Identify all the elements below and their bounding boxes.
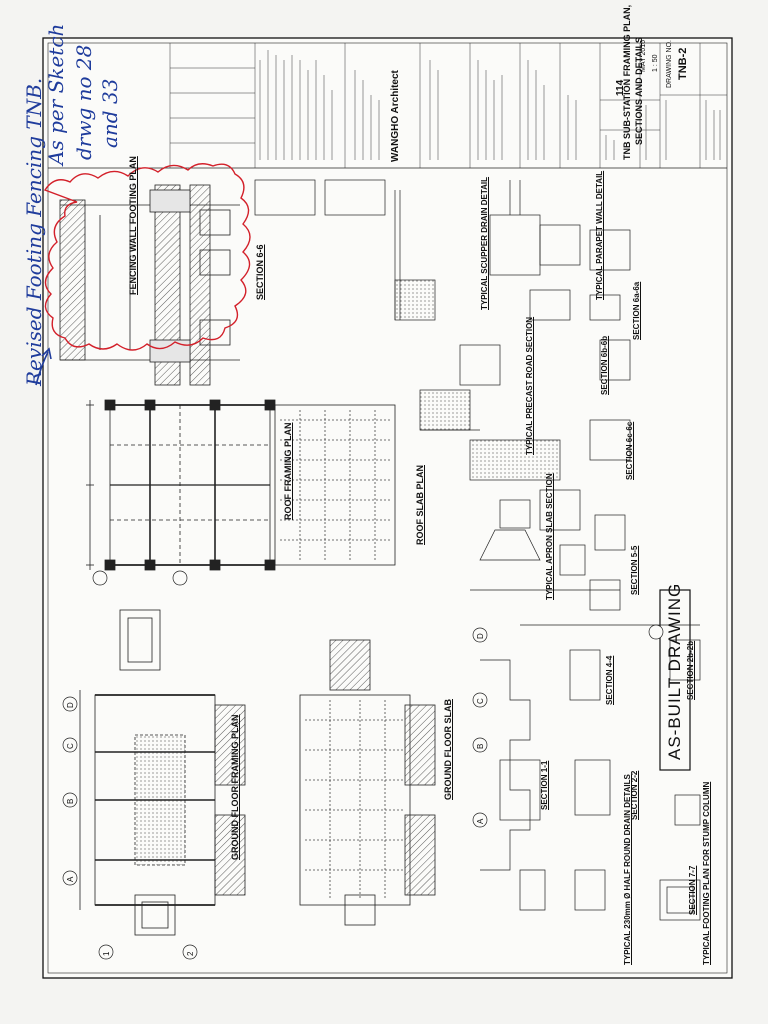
fencing-footing-plan	[59, 184, 240, 386]
lower-sections	[480, 624, 701, 921]
revision-cloud	[43, 163, 251, 351]
title-block-band	[48, 43, 727, 169]
ground-floor-slab	[299, 639, 436, 926]
ground-floor-framing-plan	[79, 609, 246, 936]
apron-and-drain-sections	[469, 419, 631, 611]
roof-framing-plan	[86, 399, 276, 571]
roof-slab-plan	[274, 404, 396, 566]
section-details-top	[254, 179, 631, 431]
grid-bubbles	[62, 570, 664, 960]
